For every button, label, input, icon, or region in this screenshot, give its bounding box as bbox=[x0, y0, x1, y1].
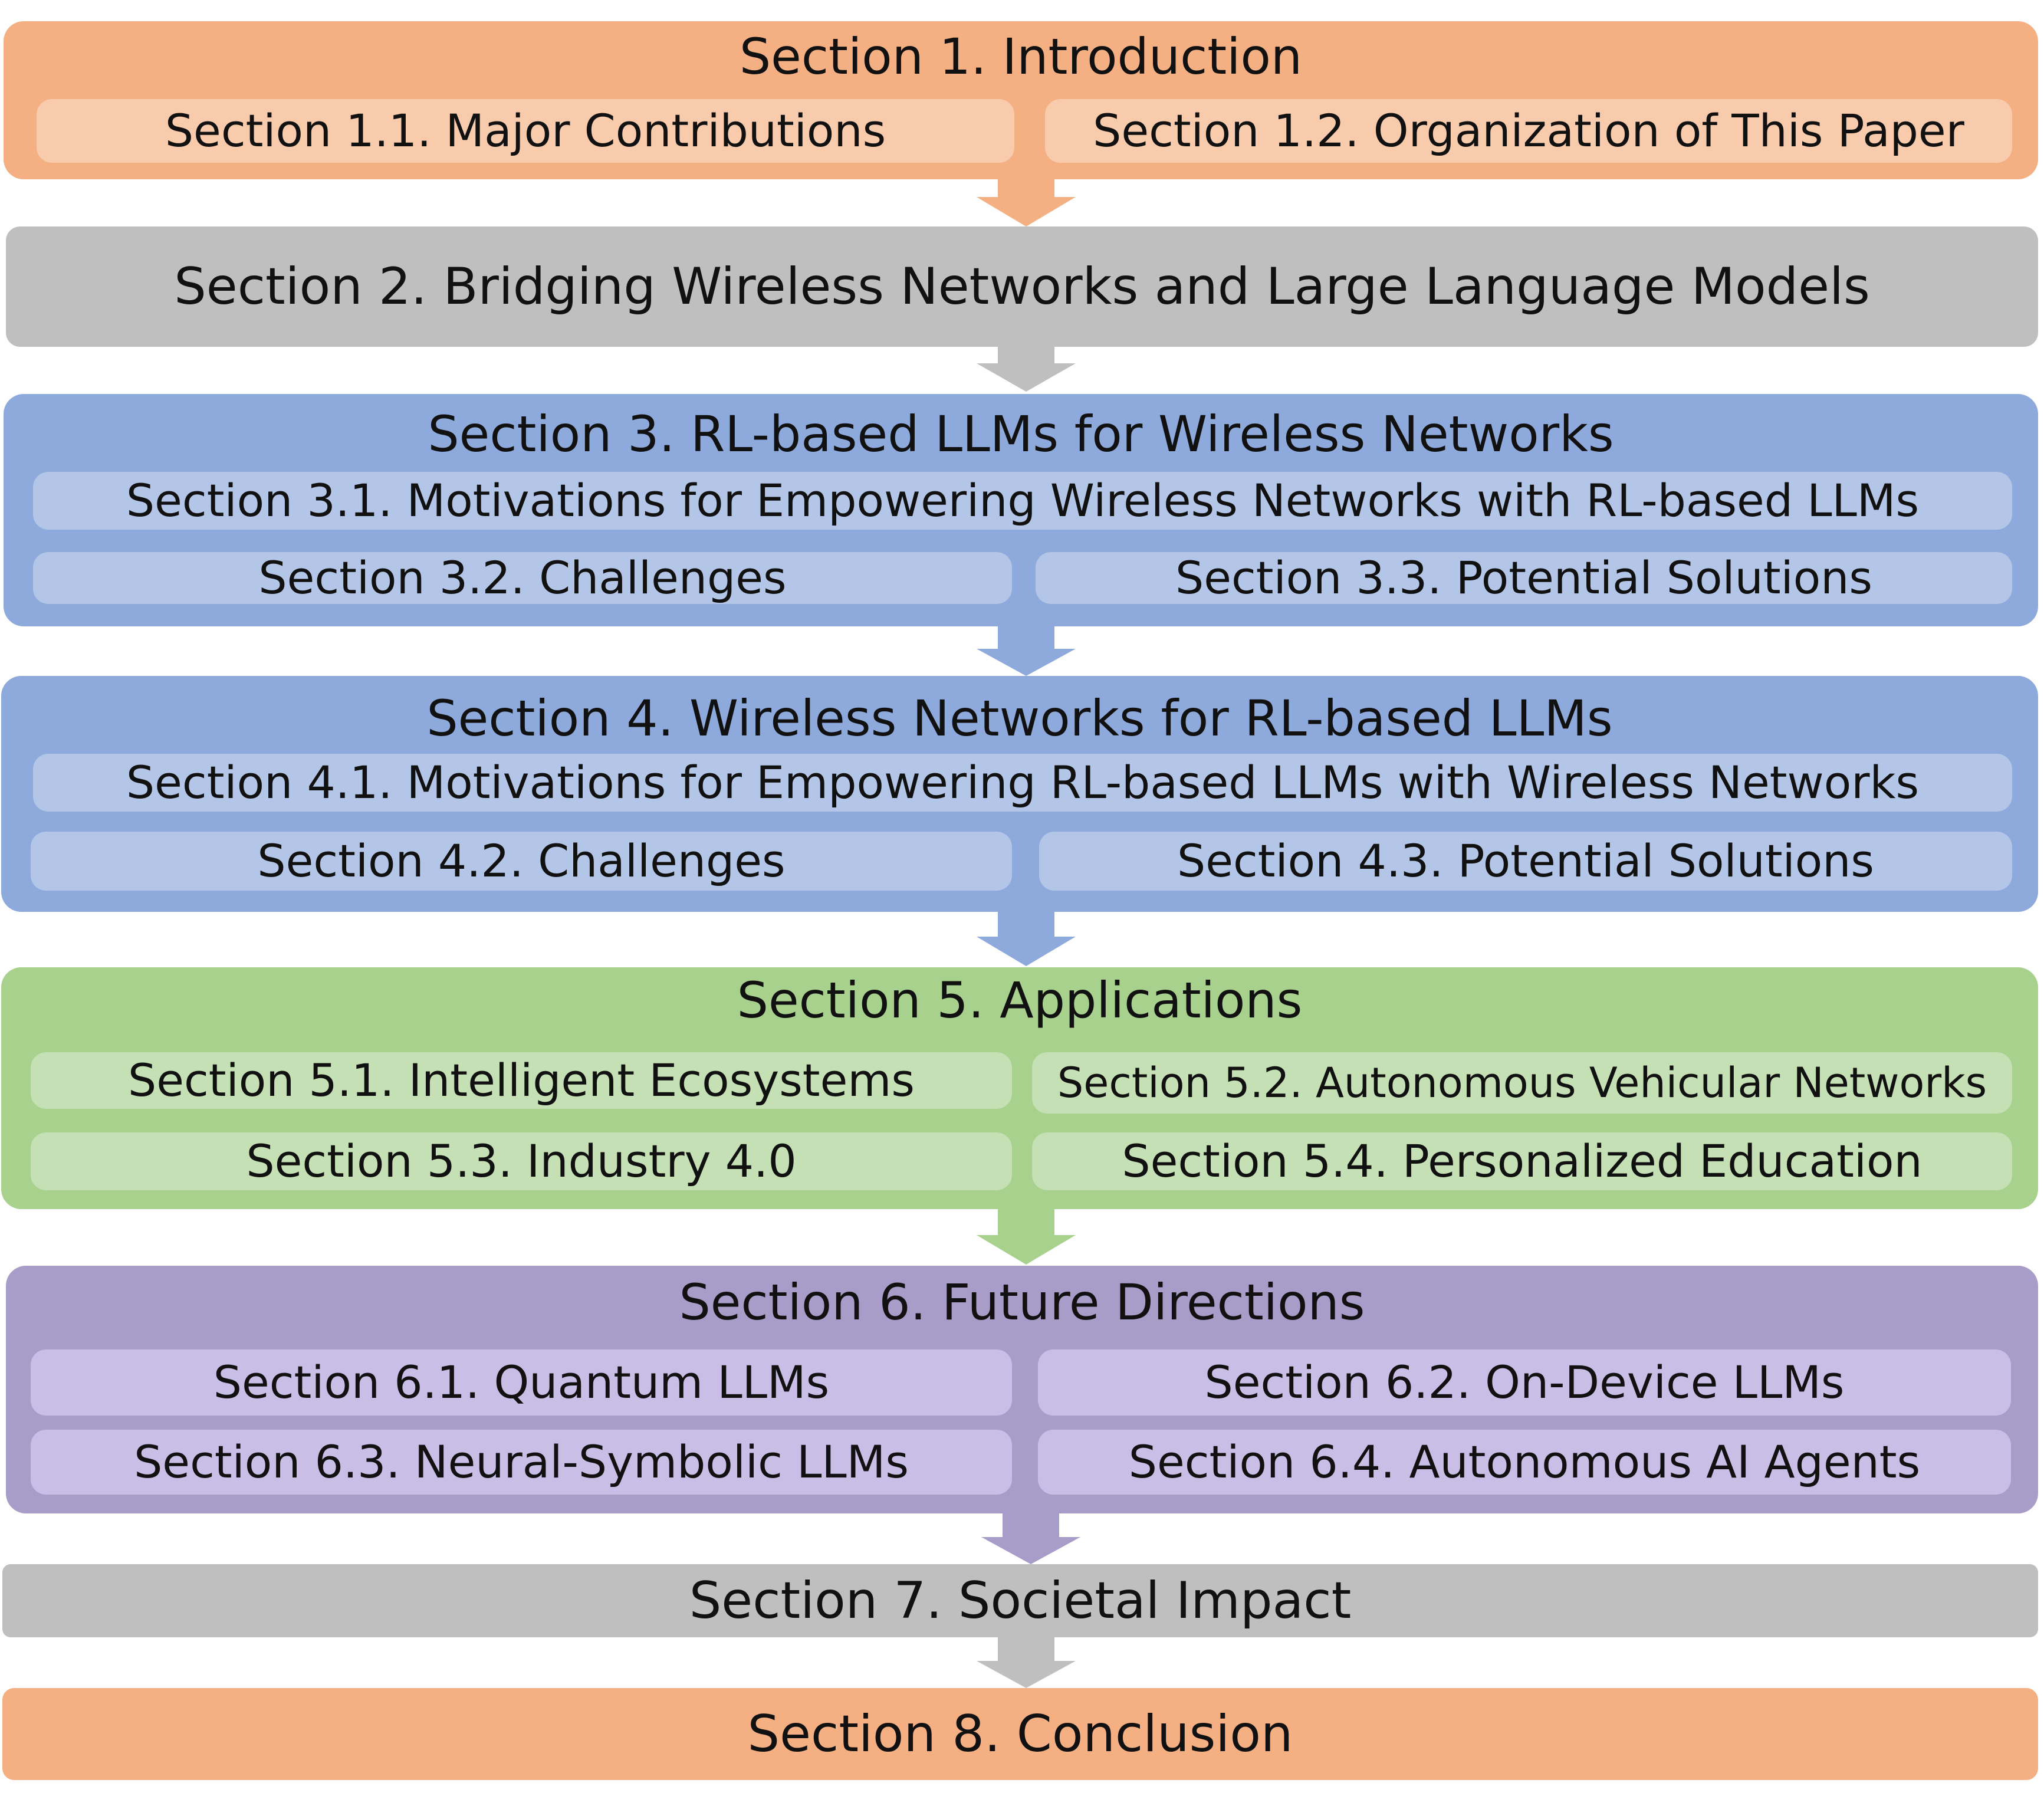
arrow-5-to-6 bbox=[998, 1208, 1054, 1236]
section-3-1-box: Section 3.1. Motivations for Empowering … bbox=[33, 472, 2012, 530]
section-6-box: Section 6. Future Directions Section 6.1… bbox=[6, 1266, 2038, 1513]
section-7-box: Section 7. Societal Impact bbox=[2, 1564, 2038, 1637]
section-6-1-box: Section 6.1. Quantum LLMs bbox=[31, 1349, 1012, 1416]
arrow-4-to-5 bbox=[998, 911, 1054, 938]
section-5-title: Section 5. Applications bbox=[737, 971, 1303, 1029]
arrow-6-to-7-head bbox=[981, 1537, 1080, 1564]
arrow-1-to-2-head bbox=[977, 197, 1076, 226]
section-1-box: Section 1. Introduction Section 1.1. Maj… bbox=[4, 21, 2038, 179]
section-4-2-box: Section 4.2. Challenges bbox=[31, 832, 1012, 891]
arrow-2-to-3 bbox=[998, 347, 1054, 365]
arrow-3-to-4 bbox=[998, 625, 1054, 650]
section-6-4-box: Section 6.4. Autonomous AI Agents bbox=[1038, 1430, 2011, 1495]
section-5-4-box: Section 5.4. Personalized Education bbox=[1032, 1132, 2012, 1190]
arrow-4-to-5-head bbox=[977, 937, 1076, 966]
arrow-2-to-3-head bbox=[977, 363, 1076, 392]
arrow-3-to-4-head bbox=[977, 649, 1076, 676]
section-4-3-box: Section 4.3. Potential Solutions bbox=[1039, 832, 2012, 891]
arrow-1-to-2 bbox=[998, 177, 1054, 198]
section-6-2-box: Section 6.2. On-Device LLMs bbox=[1038, 1349, 2011, 1416]
section-3-3-box: Section 3.3. Potential Solutions bbox=[1036, 552, 2012, 604]
section-5-2-box: Section 5.2. Autonomous Vehicular Networ… bbox=[1032, 1052, 2012, 1114]
section-3-box: Section 3. RL-based LLMs for Wireless Ne… bbox=[4, 394, 2038, 626]
arrow-6-to-7 bbox=[1003, 1512, 1059, 1538]
section-5-3-box: Section 5.3. Industry 4.0 bbox=[31, 1132, 1012, 1190]
section-5-box: Section 5. Applications Section 5.1. Int… bbox=[1, 967, 2038, 1209]
section-6-3-box: Section 6.3. Neural-Symbolic LLMs bbox=[31, 1430, 1012, 1495]
section-8-box: Section 8. Conclusion bbox=[2, 1688, 2038, 1780]
section-2-box: Section 2. Bridging Wireless Networks an… bbox=[6, 226, 2038, 347]
arrow-7-to-8-head bbox=[977, 1661, 1076, 1688]
section-1-title: Section 1. Introduction bbox=[739, 28, 1303, 86]
section-4-1-box: Section 4.1. Motivations for Empowering … bbox=[33, 754, 2012, 812]
section-3-title: Section 3. RL-based LLMs for Wireless Ne… bbox=[428, 405, 1614, 463]
section-1-2-box: Section 1.2. Organization of This Paper bbox=[1045, 99, 2012, 163]
section-6-title: Section 6. Future Directions bbox=[679, 1273, 1365, 1331]
section-3-2-box: Section 3.2. Challenges bbox=[33, 552, 1012, 604]
arrow-5-to-6-head bbox=[977, 1235, 1076, 1265]
section-1-1-box: Section 1.1. Major Contributions bbox=[37, 99, 1014, 163]
section-4-title: Section 4. Wireless Networks for RL-base… bbox=[426, 689, 1613, 747]
arrow-7-to-8 bbox=[998, 1637, 1054, 1662]
section-5-1-box: Section 5.1. Intelligent Ecosystems bbox=[31, 1052, 1012, 1109]
section-4-box: Section 4. Wireless Networks for RL-base… bbox=[1, 676, 2038, 912]
